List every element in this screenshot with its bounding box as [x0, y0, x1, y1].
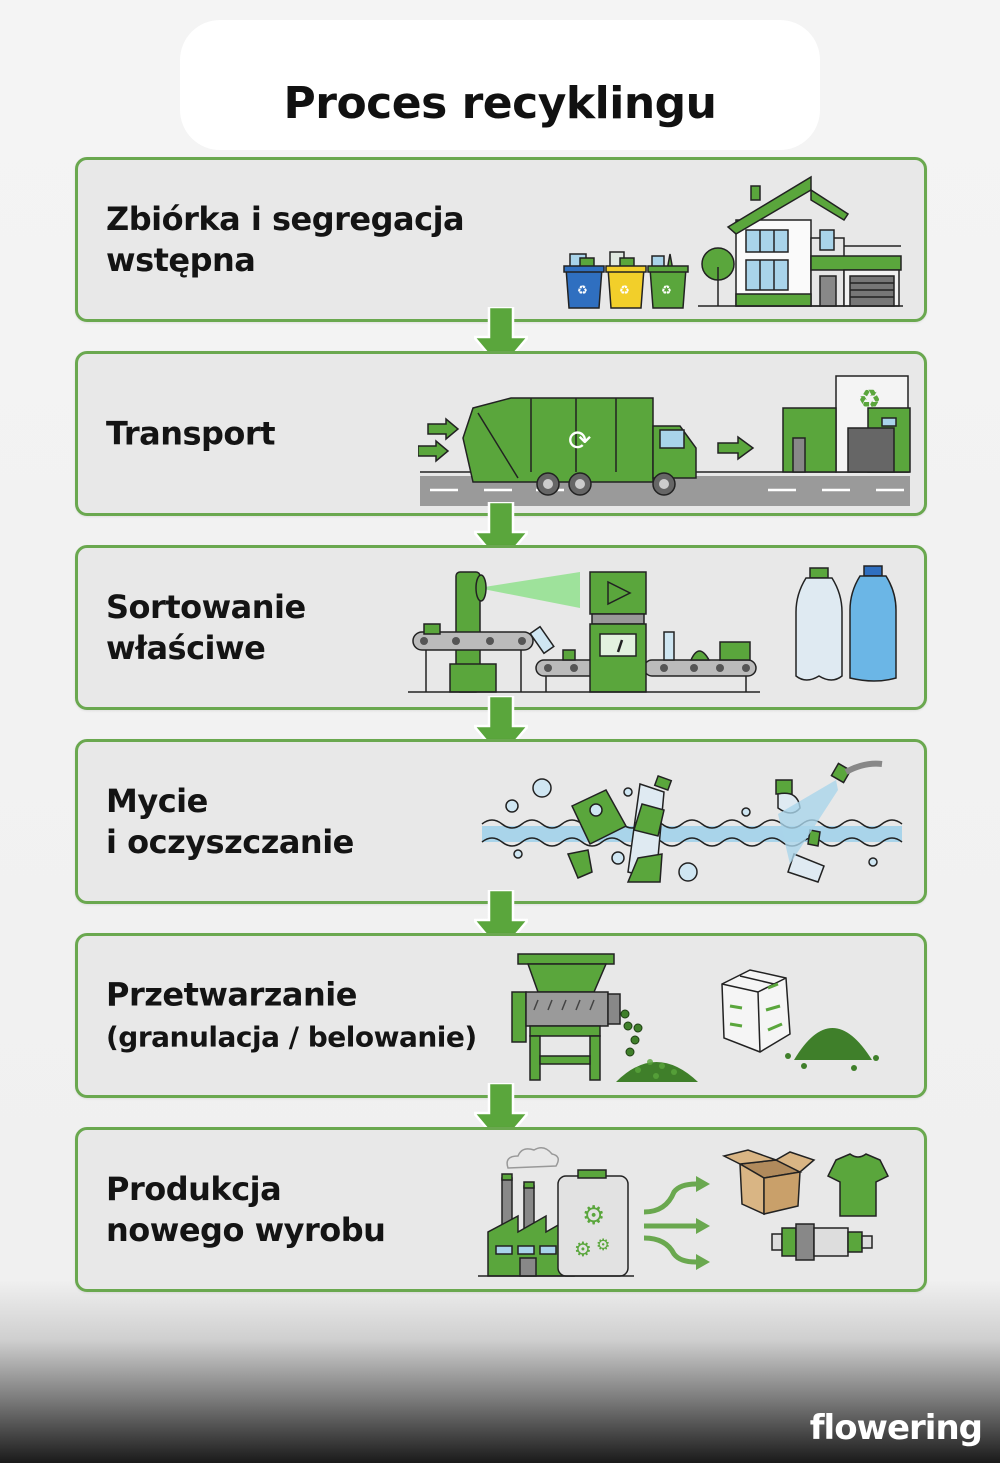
svg-text:⚙: ⚙: [596, 1235, 610, 1254]
page-title: Proces recyklingu: [283, 78, 717, 129]
step-card-processing: Przetwarzanie(granulacja / belowanie): [75, 933, 927, 1098]
svg-text:⟳: ⟳: [568, 424, 591, 457]
title-backdrop: [180, 20, 820, 150]
brand-logo: flowering: [809, 1408, 983, 1448]
recycling-bins-and-house-icon: ♻ ♻ ♻: [563, 175, 903, 309]
svg-text:⚙: ⚙: [582, 1201, 605, 1231]
svg-text:♻: ♻: [577, 283, 588, 297]
step-card-transport: Transport ⟳ ♻: [75, 351, 927, 516]
production-icon: ⚙ ⚙ ⚙: [478, 1147, 890, 1277]
svg-text:♻: ♻: [661, 283, 672, 297]
svg-text:⚙: ⚙: [574, 1237, 592, 1261]
garbage-truck-transport-icon: ⟳ ♻: [418, 375, 911, 506]
step-label: Przetwarzanie(granulacja / belowanie): [106, 975, 477, 1053]
step-label: Transport: [106, 414, 275, 452]
svg-text:♻: ♻: [619, 283, 630, 297]
shredder-and-bales-icon: [511, 953, 879, 1082]
sorting-line-icon: [408, 565, 897, 693]
svg-text:♻: ♻: [858, 385, 881, 415]
washing-icon: [481, 760, 903, 883]
